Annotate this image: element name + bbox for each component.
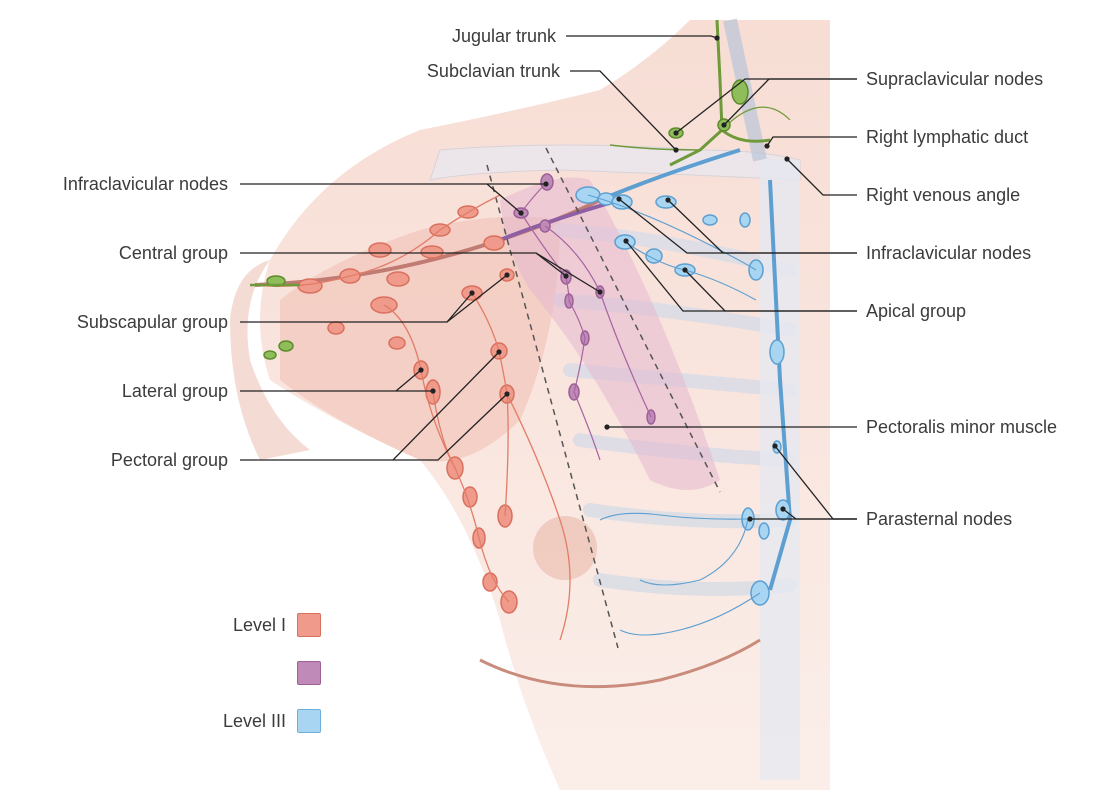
legend-swatch-level-3 xyxy=(297,709,321,733)
label-jugular-trunk: Jugular trunk xyxy=(451,26,556,46)
label-right-lymphatic-duct: Right lymphatic duct xyxy=(866,127,1029,147)
label-supraclavicular-nodes: Supraclavicular nodes xyxy=(866,69,1044,89)
label-pectoral-group: Pectoral group xyxy=(110,450,228,470)
label-parasternal-nodes: Parasternal nodes xyxy=(866,509,1013,529)
legend-swatch-level-2 xyxy=(297,661,321,685)
label-central-group: Central group xyxy=(118,243,228,263)
label-right-venous-angle: Right venous angle xyxy=(866,185,1021,205)
legend-label-level-3: Level III xyxy=(222,711,286,731)
leader-dots xyxy=(418,35,790,522)
label-apical-group: Apical group xyxy=(866,301,967,321)
legend-swatch-level-1 xyxy=(297,613,321,637)
label-infraclavicular-nodes-right: Infraclavicular nodes xyxy=(866,243,1032,263)
label-subscapular-group: Subscapular group xyxy=(76,312,228,332)
label-lateral-group: Lateral group xyxy=(121,381,228,401)
legend-label-level-1: Level I xyxy=(232,615,286,635)
label-infraclavicular-nodes-left: Infraclavicular nodes xyxy=(62,174,228,194)
label-pectoralis-minor-muscle: Pectoralis minor muscle xyxy=(866,417,1058,437)
level-1-vessels xyxy=(254,194,571,641)
pectoralis-minor-borders xyxy=(486,147,721,649)
label-subclavian-trunk: Subclavian trunk xyxy=(426,61,560,81)
